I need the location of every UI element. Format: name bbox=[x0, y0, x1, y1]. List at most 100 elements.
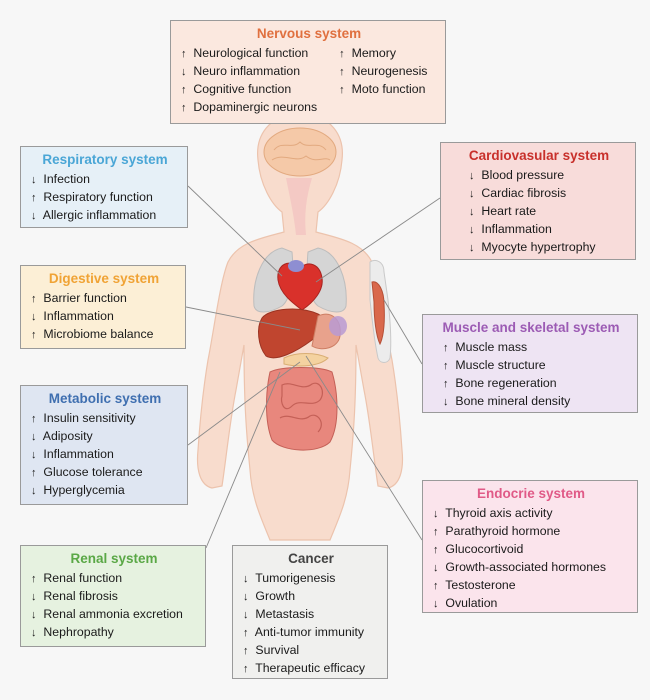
list-item: ↑ Dopaminergic neurons bbox=[181, 99, 317, 117]
list-item: ↓ Bone mineral density bbox=[443, 393, 629, 411]
muscle-skeletal-system-box: Muscle and skeletal system ↑ Muscle mass… bbox=[422, 314, 638, 413]
cardiovascular-system-box: Cardiovasular system ↓ Blood pressure ↓ … bbox=[440, 142, 636, 260]
connector-renal bbox=[205, 371, 281, 549]
list-item: ↑ Memory bbox=[339, 45, 427, 63]
list-item: ↓ Thyroid axis activity bbox=[433, 505, 629, 523]
list-item: ↓ Growth bbox=[243, 588, 379, 606]
endocrine-system-box: Endocrie system ↓ Thyroid axis activity … bbox=[422, 480, 638, 613]
list-item: ↓ Renal ammonia excretion bbox=[31, 606, 197, 624]
nervous-system-box: Nervous system ↑ Neurological function ↓… bbox=[170, 20, 446, 124]
list-item: ↑ Neurogenesis bbox=[339, 63, 427, 81]
list-item: ↑ Moto function bbox=[339, 81, 427, 99]
list-item: ↑ Glucocortivoid bbox=[433, 541, 629, 559]
arrow-icon: ↓ bbox=[31, 449, 37, 461]
arrow-icon: ↓ bbox=[433, 508, 439, 520]
arrow-icon: ↓ bbox=[469, 242, 475, 254]
list-item: ↑ Insulin sensitivity bbox=[31, 410, 179, 428]
arrow-icon: ↓ bbox=[433, 598, 439, 610]
list-item: ↓ Neuro inflammation bbox=[181, 63, 317, 81]
list-item: ↓ Growth-associated hormones bbox=[433, 559, 629, 577]
cancer-title: Cancer bbox=[288, 551, 334, 566]
arrow-icon: ↑ bbox=[31, 573, 37, 585]
connector-lines bbox=[185, 185, 441, 549]
list-item: ↑ Testosterone bbox=[433, 577, 629, 595]
nervous-system-col1: ↑ Neurological function ↓ Neuro inflamma… bbox=[181, 45, 317, 117]
list-item: ↑ Survival bbox=[243, 642, 379, 660]
brain-organ bbox=[263, 127, 337, 177]
pancreas-organ bbox=[283, 353, 329, 367]
nervous-system-title: Nervous system bbox=[256, 26, 362, 41]
arrow-icon: ↓ bbox=[243, 609, 249, 621]
connector-muscle bbox=[383, 299, 423, 365]
endocrine-system-title: Endocrie system bbox=[476, 486, 586, 501]
respiratory-system-title: Respiratory system bbox=[42, 152, 168, 167]
list-item: ↓ Myocyte hypertrophy bbox=[469, 239, 627, 257]
list-item: ↓ Heart rate bbox=[469, 203, 627, 221]
intestines-organ bbox=[266, 367, 338, 451]
arrow-icon: ↓ bbox=[243, 573, 249, 585]
connector-endocrine bbox=[305, 355, 423, 541]
arrow-icon: ↑ bbox=[339, 66, 345, 78]
arrow-icon: ↑ bbox=[31, 192, 37, 204]
arrow-icon: ↓ bbox=[31, 210, 37, 222]
arrow-icon: ↓ bbox=[31, 485, 37, 497]
list-item: ↑ Glucose tolerance bbox=[31, 464, 179, 482]
arrow-icon: ↓ bbox=[31, 609, 37, 621]
list-item: ↓ Hyperglycemia bbox=[31, 482, 179, 500]
arrow-icon: ↑ bbox=[31, 329, 37, 341]
renal-system-box: Renal system ↑ Renal function ↓ Renal fi… bbox=[20, 545, 206, 647]
list-item: ↑ Microbiome balance bbox=[31, 326, 177, 344]
list-item: ↑ Neurological function bbox=[181, 45, 317, 63]
arrow-icon: ↑ bbox=[181, 48, 187, 60]
respiratory-system-box: Respiratory system ↓ Infection ↑ Respira… bbox=[20, 146, 188, 228]
list-item: ↓ Inflammation bbox=[469, 221, 627, 239]
arrow-icon: ↓ bbox=[31, 311, 37, 323]
list-item: ↑ Respiratory function bbox=[31, 189, 179, 207]
metabolic-system-box: Metabolic system ↑ Insulin sensitivity ↓… bbox=[20, 385, 188, 505]
arrow-icon: ↓ bbox=[469, 224, 475, 236]
list-item: ↓ Adiposity bbox=[31, 428, 179, 446]
arrow-icon: ↓ bbox=[31, 431, 37, 443]
list-item: ↓ Inflammation bbox=[31, 446, 179, 464]
digestive-system-title: Digestive system bbox=[48, 271, 160, 286]
list-item: ↓ Infection bbox=[31, 171, 179, 189]
list-item: ↑ Parathyroid hormone bbox=[433, 523, 629, 541]
cancer-box: Cancer ↓ Tumorigenesis ↓ Growth ↓ Metast… bbox=[232, 545, 388, 679]
list-item: ↓ Tumorigenesis bbox=[243, 570, 379, 588]
arrow-icon: ↑ bbox=[443, 342, 449, 354]
list-item: ↑ Renal function bbox=[31, 570, 197, 588]
list-item: ↑ Muscle mass bbox=[443, 339, 629, 357]
digestive-system-box: Digestive system ↑ Barrier function ↓ In… bbox=[20, 265, 186, 349]
list-item: ↓ Cardiac fibrosis bbox=[469, 185, 627, 203]
stomach-organ bbox=[311, 313, 347, 350]
esophagus-organ bbox=[286, 178, 312, 235]
arrow-icon: ↑ bbox=[31, 293, 37, 305]
connector-respiratory bbox=[187, 185, 283, 277]
list-item: ↑ Bone regeneration bbox=[443, 375, 629, 393]
arrow-icon: ↑ bbox=[443, 378, 449, 390]
arrow-icon: ↓ bbox=[433, 562, 439, 574]
arrow-icon: ↓ bbox=[181, 66, 187, 78]
connector-digestive bbox=[185, 306, 301, 331]
arrow-icon: ↑ bbox=[181, 84, 187, 96]
arrow-icon: ↑ bbox=[433, 580, 439, 592]
list-item: ↑ Cognitive function bbox=[181, 81, 317, 99]
arrow-icon: ↑ bbox=[181, 102, 187, 114]
list-item: ↑ Barrier function bbox=[31, 290, 177, 308]
arrow-icon: ↑ bbox=[31, 413, 37, 425]
arrow-icon: ↓ bbox=[31, 627, 37, 639]
list-item: ↑ Anti-tumor immunity bbox=[243, 624, 379, 642]
arrow-icon: ↓ bbox=[469, 170, 475, 182]
arrow-icon: ↓ bbox=[31, 591, 37, 603]
list-item: ↑ Muscle structure bbox=[443, 357, 629, 375]
arrow-icon: ↑ bbox=[339, 48, 345, 60]
arrow-icon: ↑ bbox=[443, 360, 449, 372]
list-item: ↑ Therapeutic efficacy bbox=[243, 660, 379, 678]
arrow-icon: ↑ bbox=[243, 663, 249, 675]
list-item: ↓ Ovulation bbox=[433, 595, 629, 613]
nervous-system-col2: ↑ Memory ↑ Neurogenesis ↑ Moto function bbox=[339, 45, 427, 117]
list-item: ↓ Renal fibrosis bbox=[31, 588, 197, 606]
arrow-icon: ↑ bbox=[339, 84, 345, 96]
arrow-icon: ↑ bbox=[243, 627, 249, 639]
